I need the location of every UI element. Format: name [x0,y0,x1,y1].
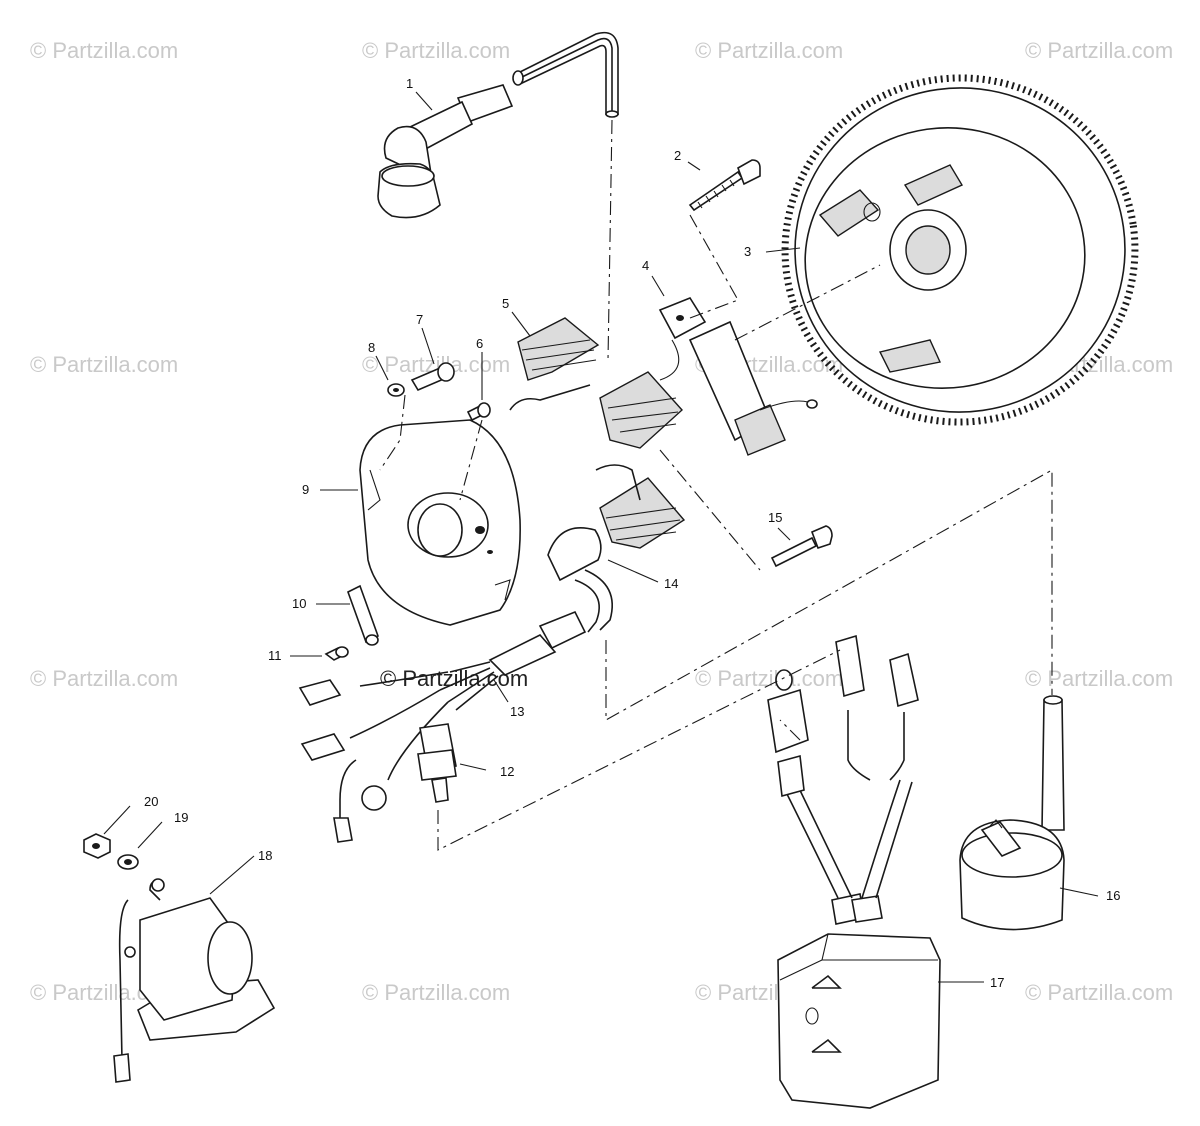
callout-1: 1 [406,76,413,91]
callout-12: 12 [500,764,514,779]
wiring-harness [298,526,614,843]
callout-9: 9 [302,482,309,497]
small-hardware [387,362,491,422]
hex-nut [83,833,111,859]
callout-leaders [103,91,1099,983]
watermark: © Partzilla.com [362,38,510,63]
watermark: © Partzilla.com [695,666,843,691]
lock-washer [117,854,139,870]
cdi-box [767,634,941,1109]
spark-plug-cap [377,31,619,219]
starter-solenoid [113,878,276,1083]
ignition-coil [959,695,1065,931]
callout-4: 4 [642,258,649,273]
stator-plate [359,419,521,626]
callout-11: 11 [268,648,282,663]
watermark: © Partzilla.com [30,352,178,377]
clamp-and-screw [324,584,379,661]
flywheel [781,74,1139,426]
stator-coils [509,317,686,549]
watermark: © Partzilla.com [1025,38,1173,63]
watermark: © Partzilla.com [30,38,178,63]
watermark-grid: © Partzilla.com © Partzilla.com © Partzi… [30,38,1173,1005]
callout-20: 20 [144,794,158,809]
watermark: © Partzilla.com [362,980,510,1005]
callout-19: 19 [174,810,188,825]
callout-14: 14 [664,576,678,591]
watermark: © Partzilla.com [1025,980,1173,1005]
callout-18: 18 [258,848,272,863]
callout-3: 3 [744,244,751,259]
callout-10: 10 [292,596,306,611]
callout-labels: 1 2 3 4 5 6 7 8 9 10 11 12 13 14 15 16 1… [144,76,1120,990]
callout-7: 7 [416,312,423,327]
trigger-coil [658,297,818,456]
callout-6: 6 [476,336,483,351]
callout-15: 15 [768,510,782,525]
watermark: © Partzilla.com [30,666,178,691]
watermark: © Partzilla.com [1025,666,1173,691]
connector-plug [417,723,457,803]
watermark: © Partzilla.com [695,38,843,63]
screw-part-2 [688,159,761,212]
screw-part-15 [770,525,833,568]
callout-17: 17 [990,975,1004,990]
callout-16: 16 [1106,888,1120,903]
callout-8: 8 [368,340,375,355]
callout-13: 13 [510,704,524,719]
callout-5: 5 [502,296,509,311]
callout-2: 2 [674,148,681,163]
alignment-lines [379,119,1053,851]
